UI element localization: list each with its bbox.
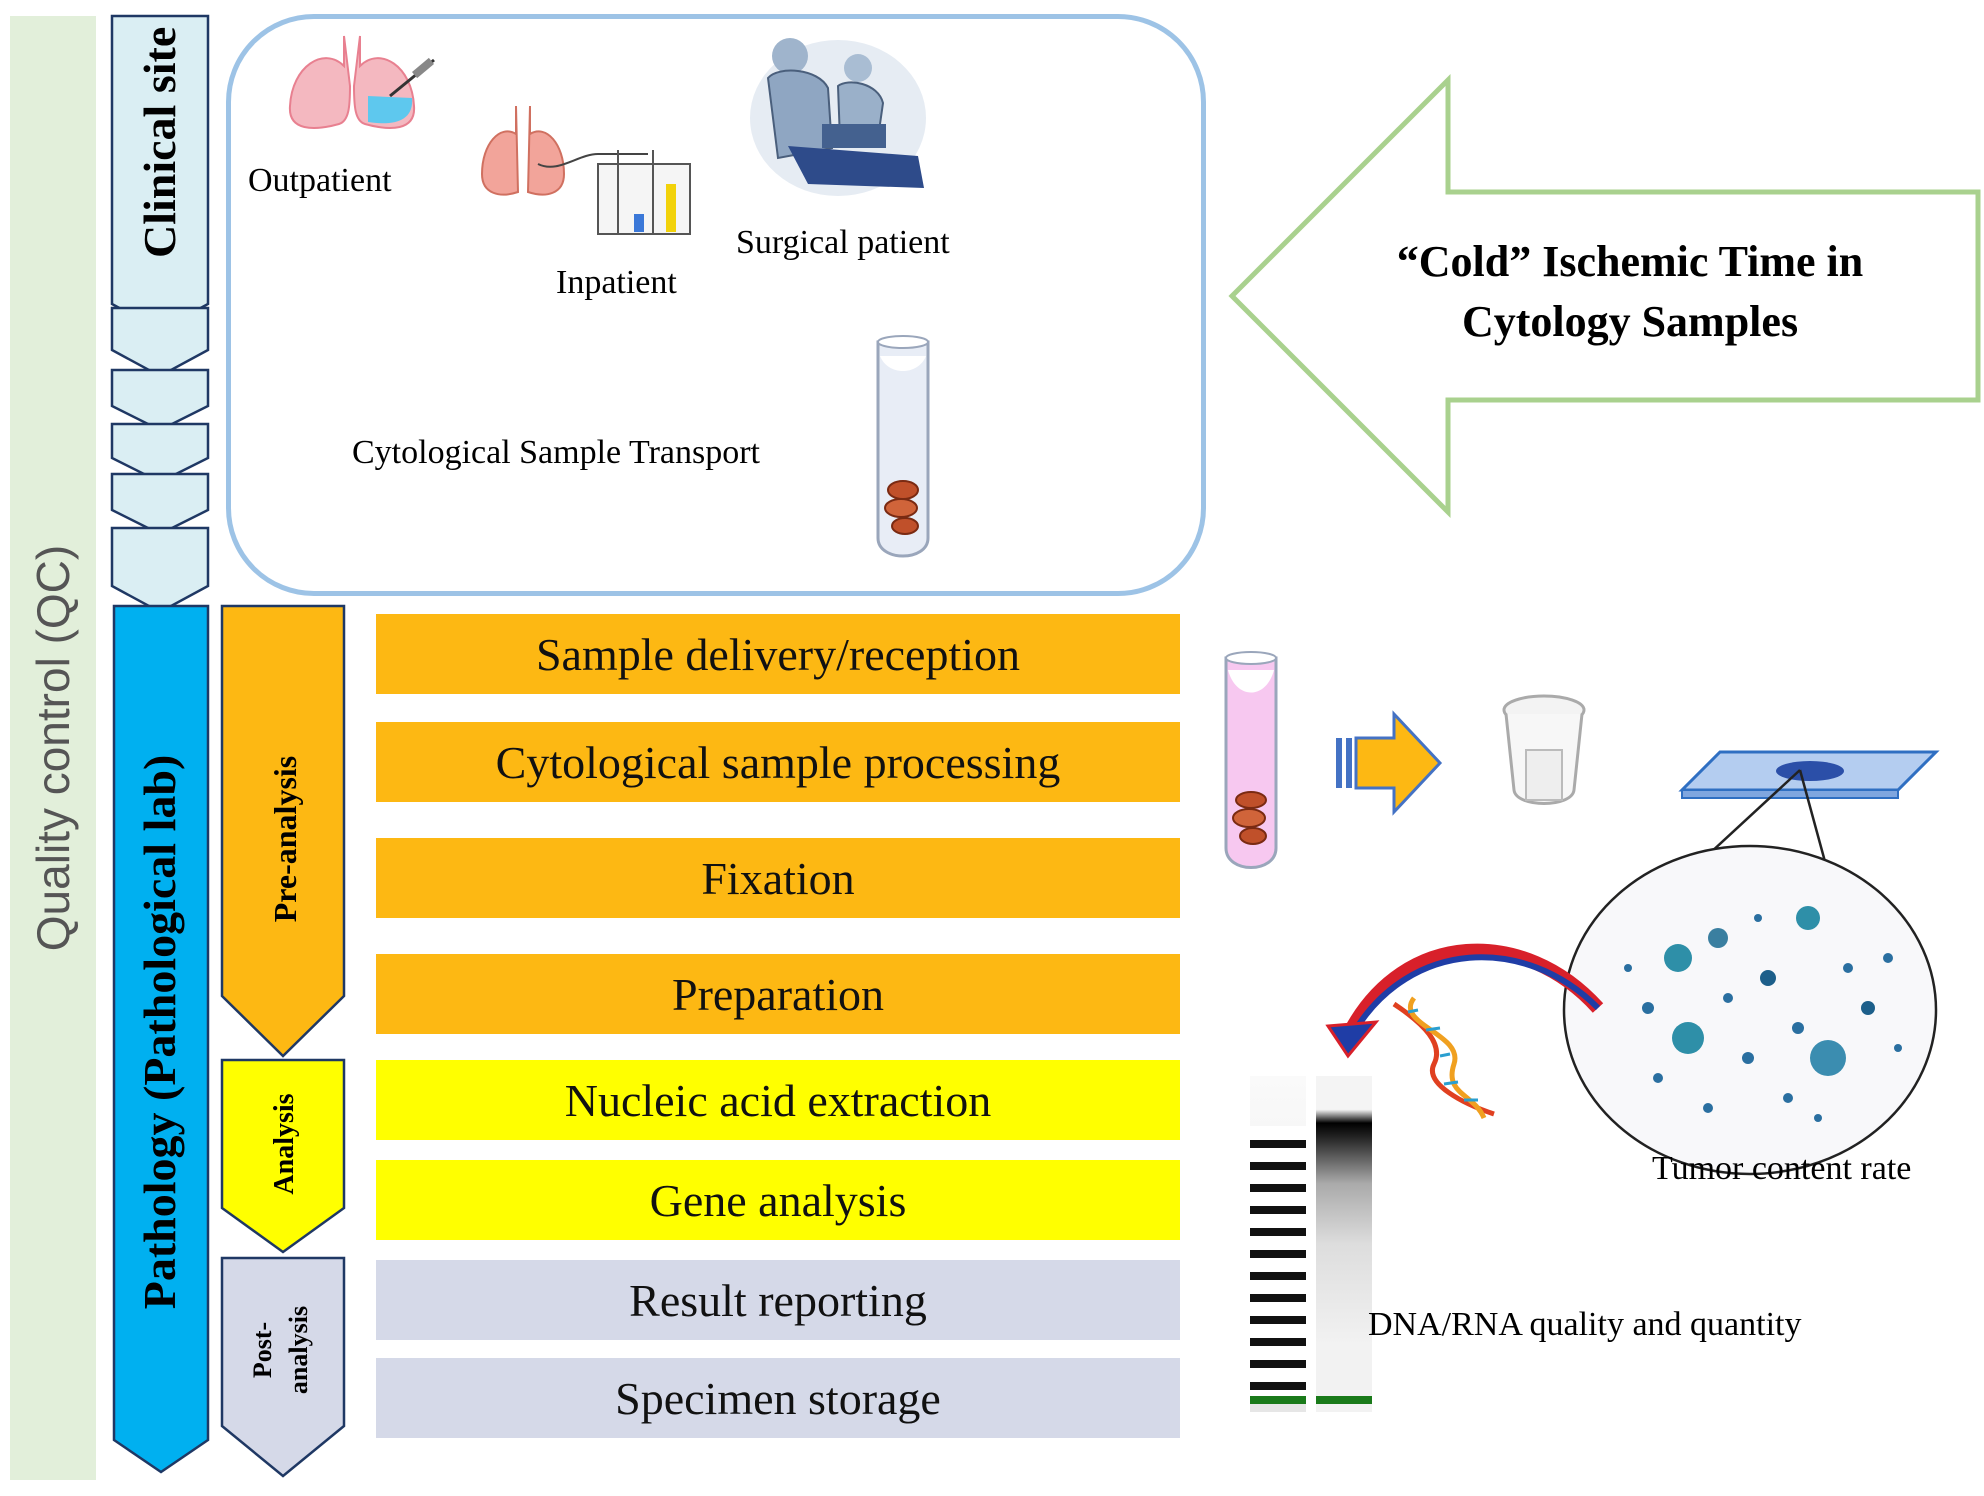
cold-ischemic-arrow (1228, 73, 1981, 519)
dna-rna-label: DNA/RNA quality and quantity (1368, 1306, 1802, 1343)
clinical-site-chevron (110, 472, 210, 536)
pink-tube-icon (1224, 651, 1278, 869)
surgical-patient-icon (750, 38, 926, 196)
curved-arrow-icon (1325, 943, 1604, 1059)
pre-analysis-label: Pre-analysis (267, 755, 303, 923)
clinical-site-chevron (110, 422, 210, 484)
clinical-site-column (110, 14, 210, 614)
pathology-label: Pathology (Pathological lab) (134, 754, 185, 1310)
gel-sample-lane (1316, 1076, 1372, 1412)
clinical-site-chevron (110, 368, 210, 432)
post-analysis-label: Post- analysis (245, 1290, 325, 1410)
tumor-content-label: Tumor content rate (1652, 1150, 1912, 1187)
step-result-reporting: Result reporting (376, 1260, 1180, 1340)
step-specimen-storage: Specimen storage (376, 1358, 1180, 1438)
step-fixation: Fixation (376, 838, 1180, 918)
post-analysis-label-line1: Post- (248, 1321, 277, 1379)
analysis-label: Analysis (269, 1093, 300, 1195)
cytospin-cup-icon (1502, 694, 1586, 805)
transport-label: Cytological Sample Transport (352, 434, 760, 471)
cold-arrow-line1: “Cold” Ischemic Time in (1396, 237, 1864, 286)
cold-arrow-line2: Cytology Samples (1461, 297, 1799, 346)
dna-helix-icon (1392, 996, 1495, 1120)
clinical-site-chevron (110, 306, 210, 378)
analysis-chevron (220, 1058, 346, 1254)
pre-analysis-chevron (220, 604, 346, 1058)
gel-ladder-bands (1250, 1126, 1306, 1398)
post-analysis-label-line2: analysis (284, 1305, 313, 1395)
clinical-site-box (226, 14, 1206, 596)
step-cytological-processing: Cytological sample processing (376, 722, 1180, 802)
clinical-site-chevron (110, 526, 210, 614)
outpatient-lungs-icon (288, 35, 435, 129)
surgical-patient-label: Surgical patient (736, 224, 950, 261)
step-gene-analysis: Gene analysis (376, 1160, 1180, 1240)
step-preparation: Preparation (376, 954, 1180, 1034)
step-nucleic-acid-extraction: Nucleic acid extraction (376, 1060, 1180, 1140)
qc-label: Quality control (QC) (27, 544, 79, 952)
inpatient-icon (480, 105, 691, 235)
transport-tube-icon (876, 335, 930, 558)
cell-callout (1562, 769, 1938, 1176)
qc-bar (10, 16, 96, 1480)
step-sample-delivery: Sample delivery/reception (376, 614, 1180, 694)
cold-arrow-text: “Cold” Ischemic Time in Cytology Samples (1280, 232, 1980, 352)
tumor-cells-image (1624, 906, 1902, 1122)
post-analysis-chevron (220, 1256, 346, 1478)
process-arrow-icon (1336, 710, 1443, 816)
gel-ladder-marker (1250, 1396, 1306, 1404)
slide-icon (1678, 750, 1940, 799)
pathology-column (112, 604, 210, 1474)
inpatient-label: Inpatient (556, 264, 677, 301)
clinical-site-label: Clinical site (134, 26, 185, 258)
gel-sample-marker (1316, 1396, 1372, 1404)
outpatient-label: Outpatient (248, 162, 392, 199)
